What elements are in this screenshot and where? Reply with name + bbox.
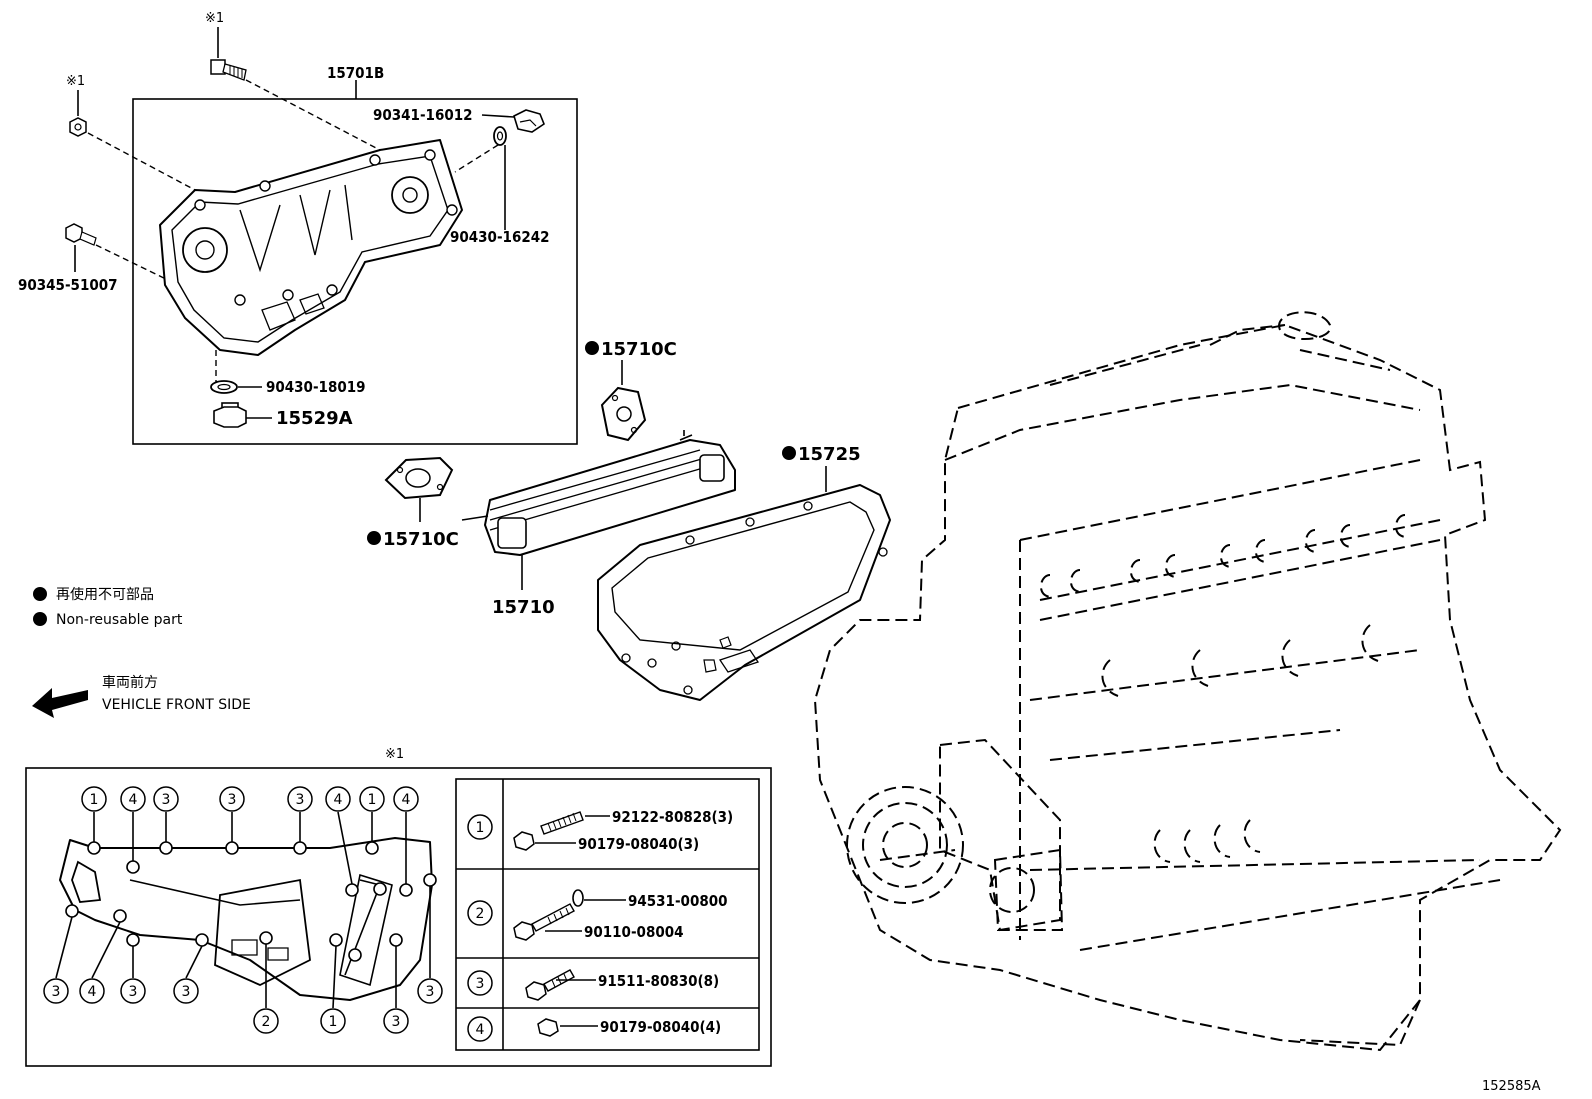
part-label-15725[interactable]: 15725: [798, 444, 861, 465]
assembly-frame: [132, 98, 578, 445]
part-label-15710C-lower[interactable]: 15710C: [383, 529, 459, 550]
reference-mark-left: ※1: [66, 74, 85, 89]
part-label-90341-16012[interactable]: 90341-16012: [373, 106, 473, 124]
part-label-15710[interactable]: 15710: [492, 597, 555, 618]
table-part[interactable]: 92122-80828(3): [612, 808, 733, 826]
legend-non-reusable-jp: 再使用不可部品: [56, 586, 154, 603]
table-part[interactable]: 91511-80830(8): [598, 972, 719, 990]
table-part[interactable]: 90179-08040(4): [600, 1018, 721, 1036]
callout-number: 3: [129, 984, 138, 1000]
gasket-c-lower-drawing: [384, 456, 454, 500]
fastener-detail-group: ※1: [25, 747, 772, 1067]
legend-non-reusable-en: Non-reusable part: [56, 612, 183, 628]
callout-number: 4: [402, 792, 411, 808]
callout-number: 1: [90, 792, 99, 808]
cooler-housing-drawing: [159, 139, 463, 356]
table-part[interactable]: 90110-08004: [584, 923, 684, 941]
bolt-icon: [210, 59, 247, 81]
callout-number: 3: [228, 792, 237, 808]
table-marker: 3: [476, 976, 485, 992]
non-reusable-dot: [33, 587, 47, 601]
oil-cooler-assembly-group: 15701B ※1 ※1 90345-51007: [18, 11, 578, 445]
bolt-icon: [65, 223, 97, 246]
cooler-element-drawing: [461, 430, 736, 556]
callout-number: 1: [368, 792, 377, 808]
nut-icon: [69, 117, 87, 137]
top-callout: [81, 786, 419, 812]
part-label-15701B[interactable]: 15701B: [327, 64, 384, 82]
detail-title: ※1: [385, 747, 404, 762]
gasket-ring-icon: [493, 126, 507, 146]
callout-number: 3: [296, 792, 305, 808]
detail-frame: [25, 767, 772, 1067]
engine-block-drawing: [813, 311, 1562, 1052]
non-reusable-dot: [367, 531, 381, 545]
callout-number: 1: [329, 1014, 338, 1030]
part-label-90430-16242[interactable]: 90430-16242: [450, 228, 550, 246]
cover-gasket-drawing: [597, 484, 891, 701]
bottom-callout: [43, 978, 443, 1034]
callout-number: 3: [162, 792, 171, 808]
part-label-90430-18019[interactable]: 90430-18019: [266, 378, 366, 396]
diagram-code: 152585A: [1482, 1079, 1541, 1094]
direction-jp: 車両前方: [102, 674, 158, 691]
gasket-ring-icon: [210, 380, 238, 394]
callout-number: 3: [182, 984, 191, 1000]
fastener-table: 1 92122-80828(3) 90179-08040(3) 2 94531-…: [455, 778, 760, 1051]
table-marker: 2: [476, 906, 485, 922]
table-marker: 1: [476, 820, 485, 836]
callout-number: 3: [426, 984, 435, 1000]
reference-mark-top: ※1: [205, 11, 224, 26]
part-label-15529A[interactable]: 15529A: [276, 408, 353, 429]
front-arrow-icon: [32, 688, 88, 718]
table-marker: 4: [476, 1022, 485, 1038]
table-part[interactable]: 90179-08040(3): [578, 835, 699, 853]
non-reusable-dot: [33, 612, 47, 626]
gasket-c-upper-drawing: [600, 386, 647, 442]
direction-en: VEHICLE FRONT SIDE: [102, 697, 251, 713]
part-label-15710C-upper[interactable]: 15710C: [601, 339, 677, 360]
plug-icon: [213, 402, 247, 428]
callout-number: 4: [334, 792, 343, 808]
callout-number: 2: [262, 1014, 271, 1030]
non-reusable-dot: [585, 341, 599, 355]
callout-number: 3: [52, 984, 61, 1000]
callout-number: 4: [88, 984, 97, 1000]
part-label-90345-51007[interactable]: 90345-51007: [18, 276, 118, 294]
non-reusable-dot: [782, 446, 796, 460]
drain-plug-icon: [513, 109, 545, 133]
table-part[interactable]: 94531-00800: [628, 892, 728, 910]
callout-number: 4: [129, 792, 138, 808]
callout-number: 3: [392, 1014, 401, 1030]
